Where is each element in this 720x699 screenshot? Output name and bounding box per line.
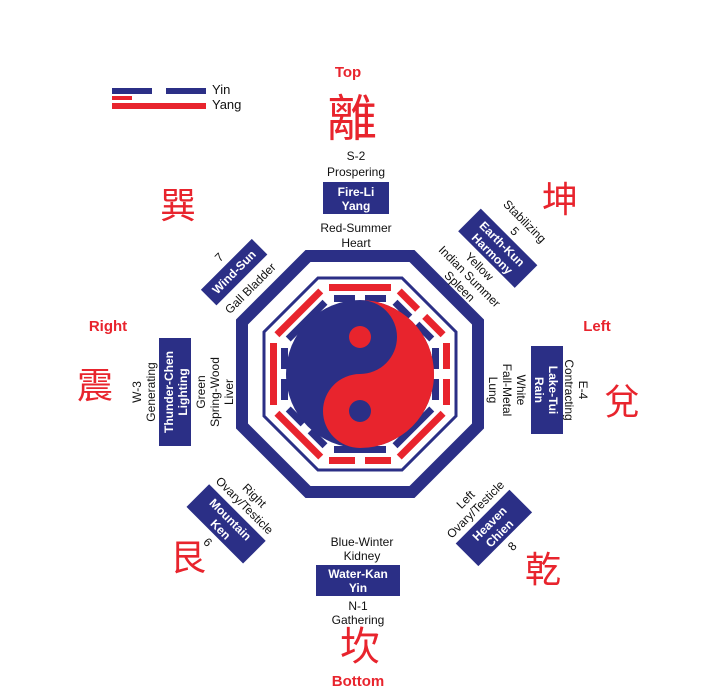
char-zhen: 震	[77, 366, 113, 407]
lake-number: E-4	[576, 381, 590, 400]
trigram-line	[274, 288, 324, 338]
char-dui: 兌	[604, 382, 640, 423]
trigram-line	[307, 428, 328, 449]
trigram-line	[396, 410, 446, 460]
mountain-box	[186, 484, 266, 564]
heaven-number: 8	[505, 539, 520, 554]
thunder-attr2: Spring-Wood	[208, 357, 222, 427]
lake-attr3: Lung	[486, 377, 500, 404]
gua-earth: Stabilizing 5 Earth-Kun Harmony Yellow I…	[436, 197, 549, 310]
trigram-line	[329, 284, 391, 291]
trigram-line	[329, 457, 355, 464]
fire-attr1: Red-Summer	[320, 221, 391, 235]
water-number: N-1	[348, 599, 368, 613]
trigram-line	[422, 313, 446, 338]
water-quality: Gathering	[332, 613, 385, 627]
thunder-number: W-3	[130, 381, 144, 403]
water-attr2: Kidney	[344, 549, 381, 563]
trigram-line	[392, 299, 413, 320]
char-gen: 艮	[170, 538, 206, 579]
earth-number: 5	[507, 224, 522, 239]
trigram-line	[432, 379, 439, 400]
trigram-line	[274, 410, 324, 460]
direction-left: Left	[583, 318, 611, 335]
lake-attr2: Fall-Metal	[500, 364, 514, 417]
lake-quality: Contracting	[562, 359, 576, 420]
trigram-line	[270, 343, 277, 405]
water-name2: Yin	[349, 581, 367, 595]
trigram-line	[285, 299, 328, 342]
water-name: Water-Kan	[328, 567, 388, 581]
fire-name2: Yang	[342, 199, 371, 213]
gua-water: Blue-Winter Kidney Water-Kan Yin N-1 Gat…	[316, 535, 400, 627]
gua-fire: S-2 Prospering Fire-Li Yang Red-Summer H…	[320, 149, 391, 250]
fire-number: S-2	[347, 149, 366, 163]
yin-legend-symbol	[112, 88, 206, 100]
char-qian: 乾	[525, 550, 561, 591]
trigram-line	[443, 343, 450, 369]
trigram-line	[365, 457, 391, 464]
heaven-box	[455, 489, 533, 567]
thunder-box	[159, 338, 191, 446]
char-kun: 坤	[542, 180, 578, 221]
legend: Yin Yang	[112, 82, 241, 112]
wind-box	[200, 238, 268, 306]
fire-box	[323, 182, 389, 214]
lake-name: Lake-Tui	[546, 366, 560, 414]
char-xun: 巽	[160, 186, 196, 227]
trigram-line	[432, 348, 439, 369]
wind-number: 7	[212, 250, 227, 265]
char-kan: 坎	[340, 624, 380, 670]
trigram-line	[414, 321, 435, 342]
trigram-line	[334, 295, 355, 302]
legend-yin-label: Yin	[212, 82, 230, 97]
yang-legend-symbol	[112, 103, 206, 109]
water-attr1: Blue-Winter	[331, 535, 394, 549]
trigram-line	[392, 406, 435, 449]
lake-name2: Rain	[532, 377, 546, 403]
gua-lake: E-4 Contracting Lake-Tui Rain White Fall…	[486, 346, 590, 434]
trigram-line	[334, 446, 386, 453]
fire-name: Fire-Li	[338, 185, 375, 199]
fire-attr2: Heart	[341, 236, 371, 250]
yin-yang-symbol	[286, 300, 434, 448]
char-li: 離	[327, 90, 377, 148]
thunder-name2: Lighting	[176, 368, 190, 415]
lake-attr1: White	[514, 375, 528, 406]
trigram-line	[365, 295, 386, 302]
thunder-quality: Generating	[144, 362, 158, 421]
direction-top: Top	[335, 64, 361, 81]
direction-bottom: Bottom	[332, 673, 385, 690]
direction-right: Right	[89, 318, 127, 335]
trigram-line	[281, 348, 288, 369]
trigram-line	[281, 379, 288, 400]
trigram-line	[285, 406, 306, 427]
lake-box	[531, 346, 563, 434]
earth-box	[458, 208, 538, 288]
water-box	[316, 565, 400, 596]
trigram-line	[396, 288, 421, 312]
fire-quality: Prospering	[327, 165, 385, 179]
thunder-attr1: Green	[194, 375, 208, 408]
trigram-line	[443, 379, 450, 405]
thunder-attr3: Liver	[222, 379, 236, 405]
gua-thunder: W-3 Generating Thunder-Chen Lighting Gre…	[130, 338, 236, 446]
thunder-name: Thunder-Chen	[162, 351, 176, 433]
legend-yang-label: Yang	[212, 97, 241, 112]
